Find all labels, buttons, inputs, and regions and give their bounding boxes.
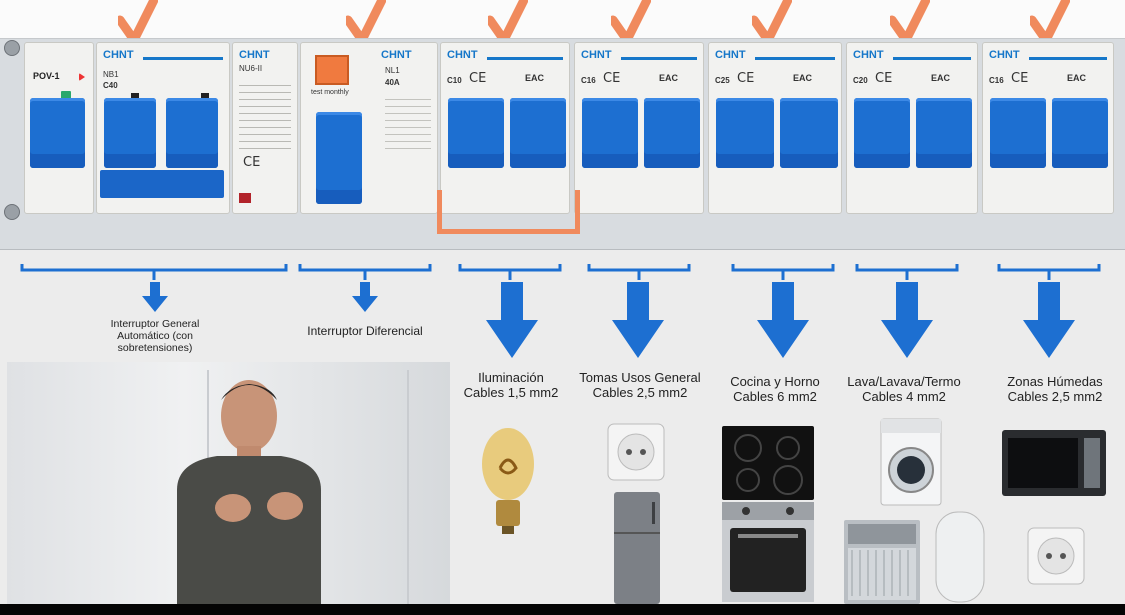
outlet-icon	[607, 423, 665, 481]
arrow-down-icon	[142, 282, 168, 312]
circuit-label: Iluminación Cables 1,5 mm2	[450, 370, 572, 400]
group-brace	[20, 264, 288, 280]
eac-mark: EAC	[793, 73, 813, 83]
arrow-down-icon	[352, 282, 378, 312]
breaker-handle-bar[interactable]	[100, 170, 224, 198]
module-label: POV-1	[33, 71, 60, 81]
brand-label: CHNT	[715, 49, 746, 61]
eac-mark: EAC	[931, 73, 951, 83]
circuit-label: Tomas Usos General Cables 2,5 mm2	[572, 370, 708, 400]
oven-icon	[722, 502, 814, 602]
group-brace	[587, 264, 691, 280]
arrow-down-icon	[881, 282, 933, 358]
screw-icon	[4, 40, 20, 56]
arrow-down-icon	[612, 282, 664, 358]
washing-machine-icon	[880, 418, 942, 506]
eac-mark: EAC	[1067, 73, 1087, 83]
ce-mark: CE	[469, 71, 487, 86]
breaker-handle[interactable]	[166, 98, 218, 168]
circuit-cable: Cables 2,5 mm2	[1007, 389, 1103, 404]
rating-label: 40A	[385, 78, 400, 87]
bottom-bar	[0, 604, 1125, 615]
model-label: NU6-II	[239, 64, 263, 73]
arrow-down-icon	[757, 282, 809, 358]
ce-mark: CE	[875, 71, 893, 86]
breaker-handle[interactable]	[1052, 98, 1108, 168]
brand-label: CHNT	[853, 49, 884, 61]
brand-label: CHNT	[381, 49, 412, 61]
breaker-handle[interactable]	[644, 98, 700, 168]
top-band	[0, 0, 1125, 40]
circuit-name: Cocina y Horno	[730, 374, 820, 389]
ce-mark: CE	[603, 71, 621, 86]
water-heater-icon	[935, 511, 985, 603]
brand-label: CHNT	[239, 49, 270, 61]
group-brace	[298, 264, 432, 280]
breaker-handle[interactable]	[990, 98, 1046, 168]
rating-label: C16	[989, 76, 1004, 85]
group-brace	[731, 264, 835, 280]
breaker-handle[interactable]	[104, 98, 156, 168]
rating-label: C16	[581, 76, 596, 85]
cooktop-icon	[722, 426, 814, 500]
circuit-cable: Cables 2,5 mm2	[592, 385, 688, 400]
ce-mark: CE	[737, 71, 755, 86]
circuit-name: Zonas Húmedas	[1007, 374, 1103, 389]
fridge-icon	[614, 492, 660, 604]
brand-label: CHNT	[581, 49, 612, 61]
breaker-handle[interactable]	[854, 98, 910, 168]
breaker-handle[interactable]	[448, 98, 504, 168]
dishwasher-icon	[844, 520, 920, 604]
breaker-handle[interactable]	[510, 98, 566, 168]
circuit-cable: Cables 6 mm2	[733, 389, 817, 404]
circuit-label: Lava/Lavava/Termo Cables 4 mm2	[834, 374, 974, 404]
breaker-handle[interactable]	[30, 98, 85, 168]
eac-mark: EAC	[659, 73, 679, 83]
group-brace	[997, 264, 1101, 280]
group-brace	[458, 264, 562, 280]
outlet-icon	[1027, 527, 1085, 585]
highlight-bracket	[437, 190, 580, 234]
screw-icon	[4, 204, 20, 220]
breaker-handle[interactable]	[916, 98, 972, 168]
circuit-label: Cocina y Horno Cables 6 mm2	[714, 374, 836, 404]
rating-label: C10	[447, 76, 462, 85]
differential-handle[interactable]	[316, 112, 362, 204]
lightbulb-icon	[482, 428, 534, 534]
group-brace	[855, 264, 959, 280]
presenter-figure	[177, 380, 321, 615]
model-label: NL1	[385, 66, 400, 75]
ce-mark: CE	[1011, 71, 1029, 86]
circuit-cable: Cables 1,5 mm2	[463, 385, 559, 400]
model-label: NB1	[103, 70, 119, 79]
brand-label: CHNT	[447, 49, 478, 61]
rating-label: C20	[853, 76, 868, 85]
general-switch-label: Interruptor General Automático (con sobr…	[110, 318, 200, 354]
circuit-name: Lava/Lavava/Termo	[847, 374, 961, 389]
overvoltage-relay-module: CHNT NU6-II CE	[232, 42, 298, 214]
breaker-handle[interactable]	[716, 98, 774, 168]
rating-label: C40	[103, 81, 118, 90]
circuit-label: Zonas Húmedas Cables 2,5 mm2	[990, 374, 1120, 404]
circuit-name: Iluminación	[478, 370, 544, 385]
ce-mark: CE	[243, 155, 261, 170]
breaker-handle[interactable]	[582, 98, 638, 168]
microwave-icon	[1002, 430, 1106, 496]
rating-label: C25	[715, 76, 730, 85]
brand-label: CHNT	[103, 49, 134, 61]
circuit-name: Tomas Usos General	[579, 370, 701, 385]
circuit-cable: Cables 4 mm2	[862, 389, 946, 404]
breaker-handle[interactable]	[780, 98, 838, 168]
arrow-down-icon	[486, 282, 538, 358]
arrow-down-icon	[1023, 282, 1075, 358]
differential-switch-label: Interruptor Diferencial	[307, 324, 423, 338]
presenter-video	[7, 362, 450, 615]
test-label: test monthly	[311, 89, 349, 96]
eac-mark: EAC	[525, 73, 545, 83]
brand-label: CHNT	[989, 49, 1020, 61]
